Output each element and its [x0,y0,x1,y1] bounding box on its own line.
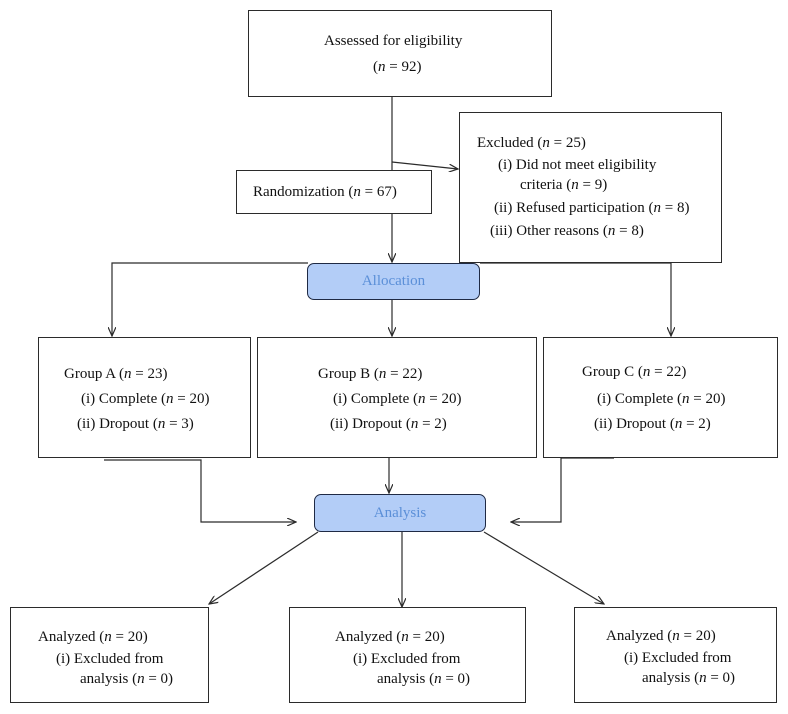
analyzed-b-n: 20 [424,629,440,645]
excluded-reason-3-n: 8 [631,223,639,239]
eligibility-n: 92 [401,59,417,75]
group-a-complete-n: 20 [189,391,205,407]
group-a-label: Group A [64,366,116,382]
group-b-complete: (i) Complete (n = 20) [333,391,462,407]
excluded-reason-1-cont: criteria (n = 9) [520,177,608,193]
group-c-complete-n: 20 [705,391,721,407]
eligibility-box: Assessed for eligibility (n = 92) [248,10,552,97]
analyzed-c-n: 20 [695,628,711,644]
analyzed-b-box: Analyzed (n = 20) (i) Excluded from anal… [289,607,526,703]
group-c-dropout-label: Dropout [616,416,667,432]
connector-group-c-analysis [511,457,614,522]
group-a-box: Group A (n = 23) (i) Complete (n = 20) (… [38,337,251,458]
randomization-box: Randomization (n = 67) [236,170,432,214]
group-b-box: Group B (n = 22) (i) Complete (n = 20) (… [257,337,537,458]
excluded-reason-1-text2: criteria [520,177,563,193]
excluded-reason-2-n: 8 [677,200,685,216]
group-c-box: Group C (n = 22) (i) Complete (n = 20) (… [543,337,778,458]
analyzed-b-excluded-cont: analysis (n = 0) [377,671,471,687]
group-a-title: Group A (n = 23) [64,366,168,382]
excluded-reason-2: (ii) Refused participation (n = 8) [494,200,690,216]
group-b-complete-label: Complete [350,391,410,407]
analyzed-b-excluded: (i) Excluded from [353,651,461,667]
excluded-label: Excluded [477,135,534,151]
excluded-reason-2-text: Refused participation [516,200,645,216]
connector-group-a-analysis [104,459,296,522]
group-a-dropout-n: 3 [181,416,189,432]
analyzed-a-excluded-label: Excluded from [73,651,164,667]
excluded-n: 25 [565,135,581,151]
excluded-reason-3-text: Other reasons [516,223,600,239]
group-b-complete-n: 20 [441,391,457,407]
group-c-dropout-n: 2 [698,416,706,432]
analyzed-c-excluded-label2: analysis [642,670,691,686]
connector-analysis-analyzed-a [209,531,319,604]
group-b-label: Group B [318,366,371,382]
analyzed-c-excluded: (i) Excluded from [624,650,732,666]
group-a-dropout: (ii) Dropout (n = 3) [77,416,194,432]
analyzed-a-excluded-n: 0 [160,671,169,687]
analyzed-a-box: Analyzed (n = 20) (i) Excluded from anal… [10,607,209,703]
eligibility-count: (n = 92) [373,59,422,75]
connector-allocation-group-a [112,262,308,336]
excluded-reason-1-marker: (i) [498,157,513,173]
randomization-text: Randomization (n = 67) [253,184,397,200]
randomization-n: 67 [376,184,392,200]
eligibility-label: Assessed for eligibility [324,33,463,49]
analyzed-c-excluded-label: Excluded from [641,650,732,666]
analyzed-b-excluded-n: 0 [457,671,466,687]
analyzed-a-excluded-label2: analysis [80,671,129,687]
group-c-n: 22 [666,364,682,380]
analyzed-b-title: Analyzed (n = 20) [335,629,445,645]
excluded-reason-3: (iii) Other reasons (n = 8) [490,223,644,239]
group-b-title: Group B (n = 22) [318,366,423,382]
excluded-box: Excluded (n = 25) (i) Did not meet eligi… [459,112,722,263]
analyzed-b-excluded-label2: analysis [377,671,426,687]
group-c-complete-label: Complete [614,391,674,407]
excluded-reason-3-marker: (iii) [490,223,513,239]
connector-allocation-group-c [480,262,671,336]
connector-analysis-analyzed-c [483,531,604,604]
analyzed-a-label: Analyzed [38,629,96,645]
analyzed-a-title: Analyzed (n = 20) [38,629,148,645]
excluded-reason-1-text: Did not meet eligibility [515,157,657,173]
excluded-reason-2-marker: (ii) [494,200,513,216]
analyzed-b-label: Analyzed [335,629,393,645]
group-a-complete: (i) Complete (n = 20) [81,391,210,407]
excluded-title: Excluded (n = 25) [477,135,586,151]
group-a-complete-label: Complete [98,391,158,407]
excluded-reason-1: (i) Did not meet eligibility [498,156,656,174]
analyzed-a-excluded: (i) Excluded from [56,651,164,667]
group-c-dropout: (ii) Dropout (n = 2) [594,416,711,432]
analyzed-c-excluded-cont: analysis (n = 0) [642,670,736,686]
group-b-n: 22 [402,366,418,382]
analyzed-a-excluded-cont: analysis (n = 0) [80,671,174,687]
group-a-dropout-label: Dropout [99,416,150,432]
group-c-complete: (i) Complete (n = 20) [597,391,726,407]
randomization-label: Randomization [253,184,345,200]
analysis-node: Analysis [314,494,486,532]
analyzed-b-excluded-label: Excluded from [370,651,461,667]
connector-to-excluded [391,161,458,169]
analysis-label: Analysis [373,504,427,521]
group-b-dropout-label: Dropout [352,416,403,432]
analyzed-c-box: Analyzed (n = 20) (i) Excluded from anal… [574,607,777,703]
analyzed-c-title: Analyzed (n = 20) [606,628,716,644]
excluded-reason-1-n: 9 [594,177,603,193]
group-c-title: Group C (n = 22) [582,364,687,380]
analyzed-c-excluded-n: 0 [722,670,731,686]
analyzed-a-n: 20 [127,629,143,645]
allocation-label: Allocation [361,273,426,289]
group-c-label: Group C [582,364,635,380]
analyzed-c-label: Analyzed [606,628,664,644]
group-b-dropout: (ii) Dropout (n = 2) [330,416,447,432]
group-b-dropout-n: 2 [434,416,442,432]
group-a-n: 23 [147,366,163,382]
allocation-node: Allocation [307,263,480,300]
